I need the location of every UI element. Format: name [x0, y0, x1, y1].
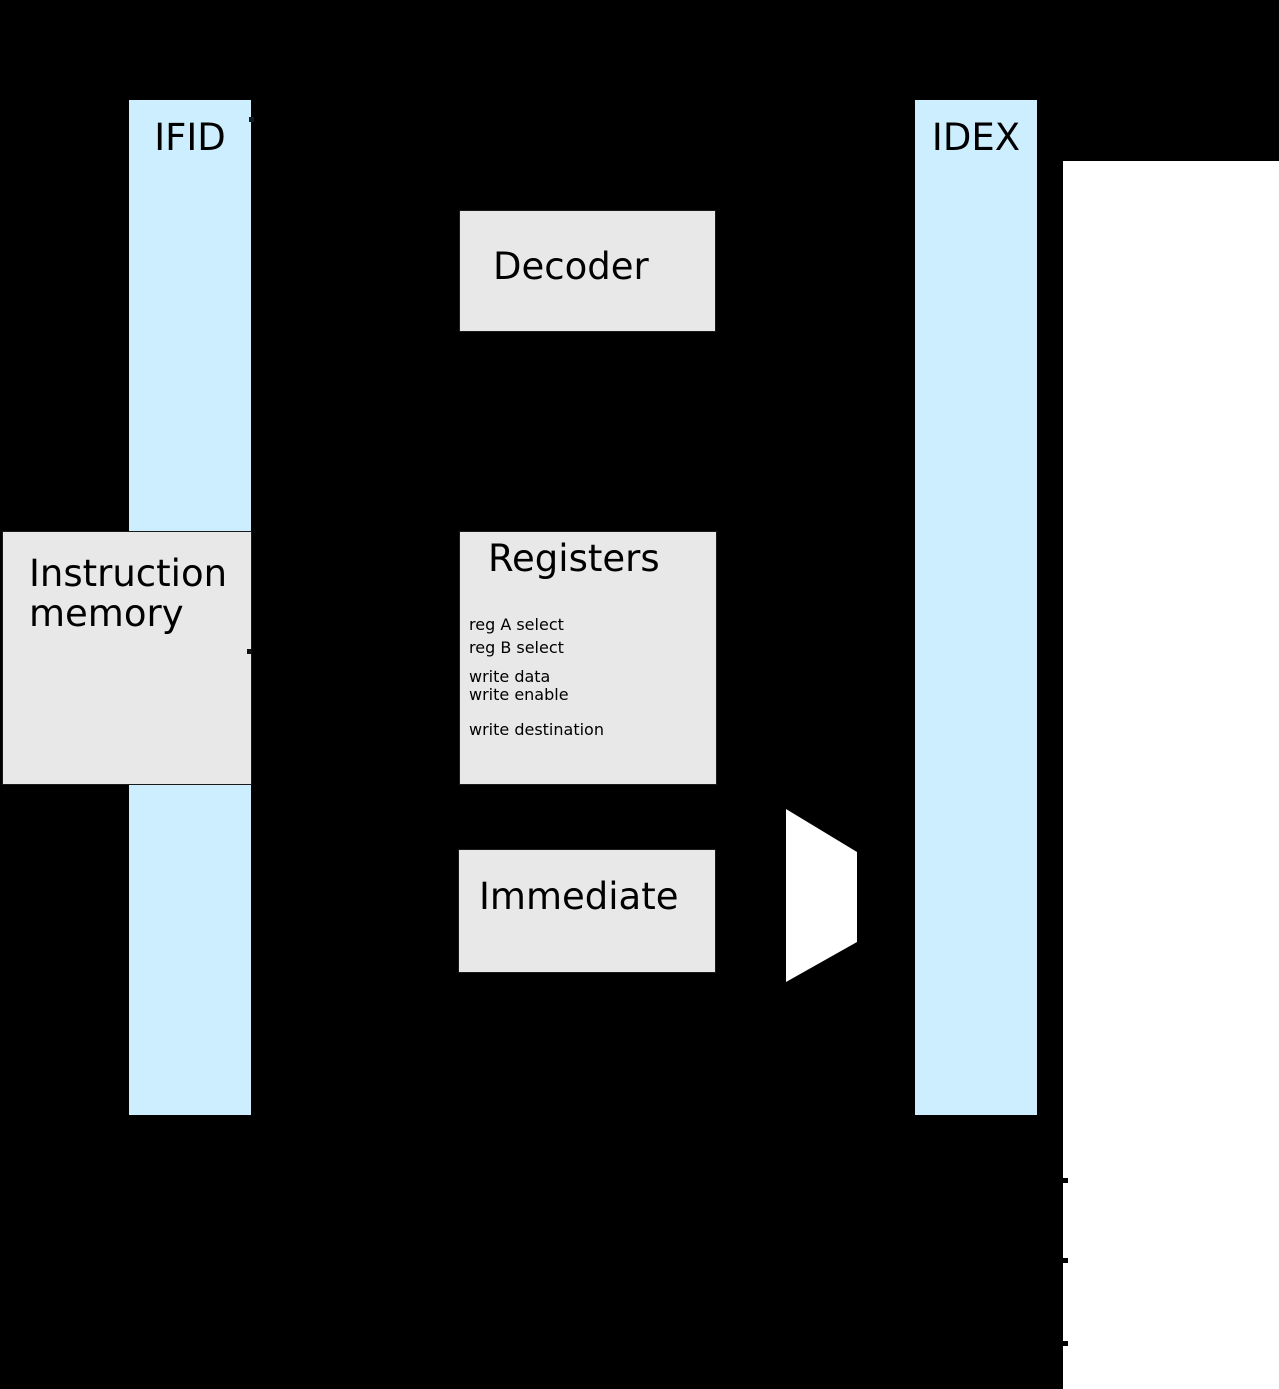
wire-stub-panel-edge-2 — [1063, 1258, 1068, 1263]
port-label-reg-b-select: reg B select — [469, 638, 564, 657]
instruction-memory-label: Instruction memory — [29, 552, 228, 635]
wire-stub-ifid-edge — [249, 117, 254, 122]
port-label-write-enable: write enable — [469, 685, 569, 704]
decoder-label: Decoder — [493, 245, 649, 288]
idex-label: IDEX — [931, 116, 1021, 159]
registers-title: Registers — [488, 537, 660, 580]
wire-stub-panel-edge-3 — [1063, 1341, 1068, 1346]
port-label-write-destination: write destination — [469, 720, 604, 739]
wire-stub-panel-edge-1 — [1063, 1178, 1068, 1183]
ifid-label: IFID — [154, 116, 226, 159]
instruction-memory-block: Instruction memory — [2, 531, 252, 785]
registers-block: Registers reg A select reg B select writ… — [459, 531, 717, 785]
immediate-label: Immediate — [479, 875, 679, 918]
right-white-panel — [1063, 161, 1279, 1389]
mux-trapezoid-shape — [786, 809, 857, 982]
immediate-block: Immediate — [458, 849, 716, 973]
port-label-reg-a-select: reg A select — [469, 615, 564, 634]
decoder-block: Decoder — [459, 210, 716, 332]
wire-stub-instruction-memory-edge — [247, 649, 252, 654]
port-label-write-data: write data — [469, 667, 551, 686]
idex-pipeline-register-bar: IDEX — [914, 99, 1038, 1116]
